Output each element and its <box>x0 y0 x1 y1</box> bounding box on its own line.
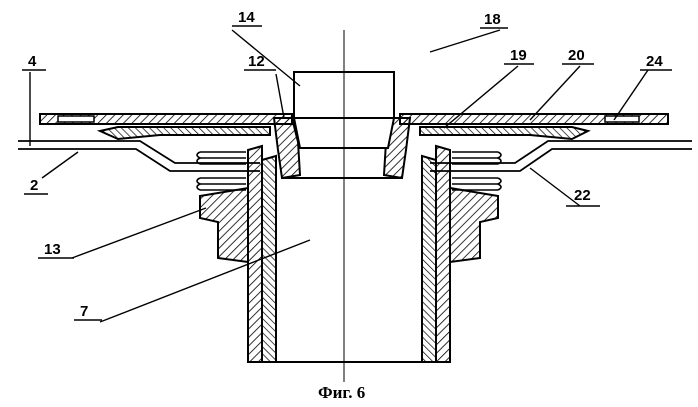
figure-caption: Фиг. 6 <box>318 383 365 402</box>
label-7: 7 <box>80 303 88 320</box>
label-18: 18 <box>484 11 501 28</box>
callout-labels: 14 18 12 19 20 24 4 2 22 13 7 <box>22 9 672 320</box>
label-24: 24 <box>646 53 663 70</box>
label-22: 22 <box>574 187 591 204</box>
label-20: 20 <box>568 47 585 64</box>
label-19: 19 <box>510 47 527 64</box>
label-13: 13 <box>44 241 61 258</box>
label-12: 12 <box>248 53 265 70</box>
label-14: 14 <box>238 9 255 26</box>
label-2: 2 <box>30 177 38 194</box>
label-4: 4 <box>28 53 37 70</box>
